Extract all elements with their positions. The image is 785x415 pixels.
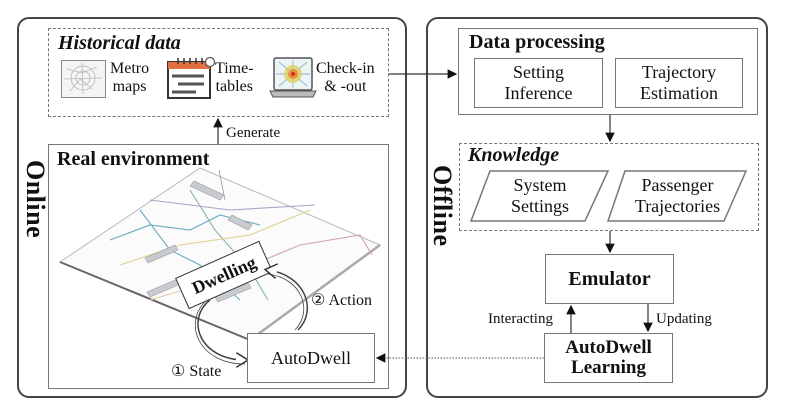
setting-inference-line2: Inference	[504, 83, 573, 103]
check-in-line2: & -out	[324, 77, 367, 95]
real-environment-title: Real environment	[57, 148, 210, 170]
system-settings-text: System Settings	[490, 171, 590, 221]
timetables-label: Time- tables	[215, 60, 254, 95]
autodwell-learning-box[interactable]: AutoDwell Learning	[544, 333, 673, 383]
knowledge-group	[459, 143, 759, 231]
generate-label: Generate	[226, 125, 281, 141]
action-label: ② Action	[311, 292, 373, 309]
real-environment-box	[48, 144, 389, 389]
autodwell-box[interactable]: AutoDwell	[247, 333, 375, 383]
autodwell-label: AutoDwell	[271, 347, 351, 368]
system-settings-line2: Settings	[510, 196, 569, 216]
state-label: ① State	[171, 363, 222, 380]
timetable-icon	[166, 56, 216, 100]
metro-maps-line1: Metro	[110, 60, 150, 77]
autodwell-learning-line1: AutoDwell	[565, 337, 652, 359]
passenger-trajectories-line2: Trajectories	[634, 196, 721, 216]
historical-data-title: Historical data	[58, 32, 181, 54]
passenger-trajectories-text: Passenger Trajectories	[620, 171, 735, 221]
online-label: Online	[21, 160, 50, 239]
autodwell-learning-line2: Learning	[571, 357, 646, 378]
data-processing-title: Data processing	[469, 31, 605, 53]
metro-map-icon	[61, 60, 106, 98]
trajectory-estimation-line2: Estimation	[640, 83, 718, 103]
emulator-box[interactable]: Emulator	[545, 254, 674, 304]
offline-label: Offline	[428, 165, 457, 247]
system-settings-line1: System	[513, 175, 567, 196]
setting-inference-line1: Setting	[512, 62, 564, 83]
emulator-label: Emulator	[568, 267, 651, 290]
setting-inference-box: Setting Inference	[474, 58, 603, 108]
metro-maps-label: Metro maps	[110, 60, 149, 95]
passenger-trajectories-line1: Passenger	[641, 175, 714, 196]
trajectory-estimation-box: Trajectory Estimation	[615, 58, 743, 108]
historical-data-group	[48, 28, 389, 117]
check-in-out-label: Check-in & -out	[316, 60, 375, 95]
knowledge-title: Knowledge	[468, 144, 560, 166]
timetables-line2: tables	[215, 77, 253, 95]
metro-maps-line2: maps	[112, 77, 147, 95]
timetables-line1: Time-	[215, 60, 254, 77]
check-in-line1: Check-in	[316, 60, 375, 77]
trajectory-estimation-line1: Trajectory	[641, 62, 717, 83]
check-in-laptop-icon	[269, 56, 317, 100]
interacting-label: Interacting	[488, 311, 553, 327]
updating-label: Updating	[656, 311, 712, 327]
